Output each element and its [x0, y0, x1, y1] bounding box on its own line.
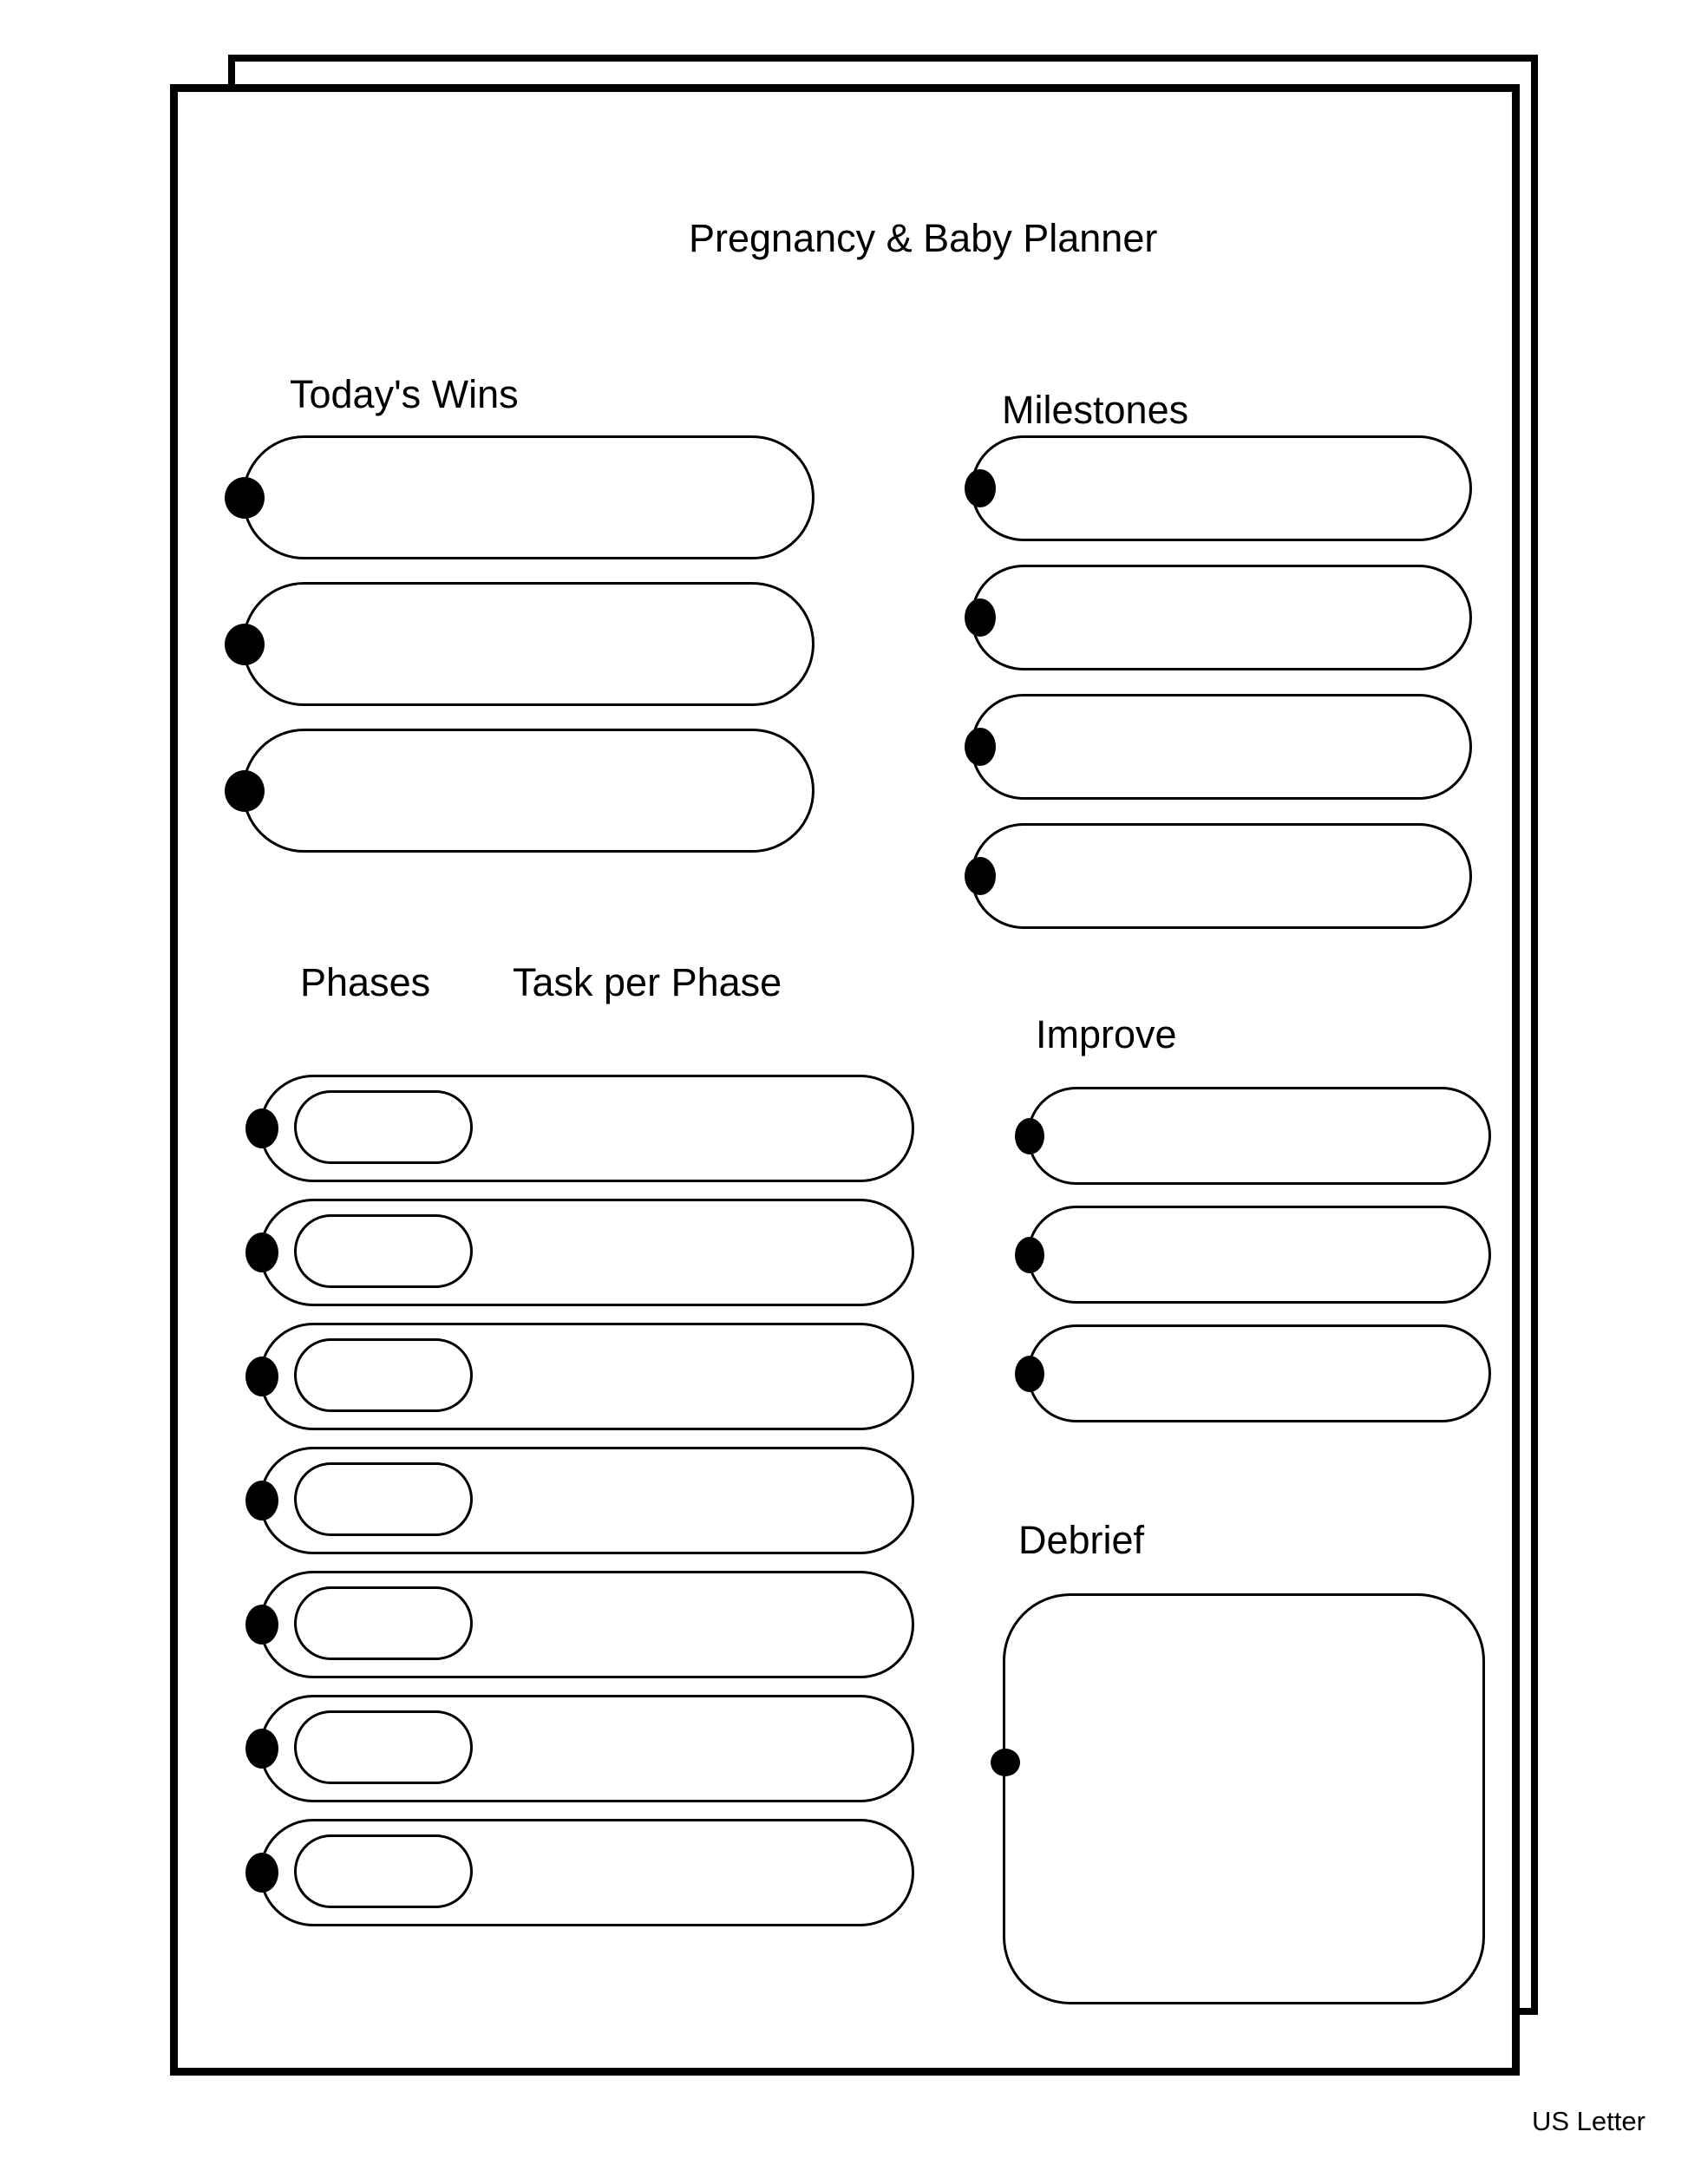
milestones-list: [965, 435, 1472, 929]
phase-name-field[interactable]: [294, 1710, 473, 1784]
section-heading-phases: Phases: [300, 960, 431, 1004]
section-heading-milestones: Milestones: [1002, 388, 1189, 432]
task-per-phase-field[interactable]: [245, 1323, 914, 1430]
bullet-icon: [245, 1357, 278, 1396]
bullet-icon: [965, 598, 996, 637]
bullet-icon: [1015, 1236, 1044, 1273]
todays-win-field[interactable]: [225, 729, 815, 853]
improve-field[interactable]: [1015, 1206, 1491, 1304]
bullet-icon: [245, 1233, 278, 1272]
section-heading-improve: Improve: [1036, 1012, 1177, 1056]
todays-win-field[interactable]: [225, 435, 815, 559]
milestone-field[interactable]: [965, 694, 1472, 800]
milestone-field[interactable]: [965, 435, 1472, 541]
phases-list: [245, 1075, 914, 1926]
section-heading-debrief: Debrief: [1018, 1518, 1145, 1562]
phase-name-field[interactable]: [294, 1462, 473, 1536]
bullet-icon: [245, 1605, 278, 1645]
bullet-icon: [1015, 1355, 1044, 1392]
bullet-icon: [965, 857, 996, 895]
task-per-phase-field[interactable]: [245, 1695, 914, 1802]
page-title: Pregnancy & Baby Planner: [689, 216, 1158, 260]
task-per-phase-field[interactable]: [245, 1199, 914, 1306]
debrief-notes-field[interactable]: [991, 1593, 1485, 2004]
milestone-field[interactable]: [965, 565, 1472, 670]
improve-field[interactable]: [1015, 1087, 1491, 1185]
bullet-icon: [1015, 1117, 1044, 1154]
bullet-icon: [225, 769, 265, 812]
task-per-phase-field[interactable]: [245, 1075, 914, 1182]
improve-list: [1015, 1087, 1491, 1422]
bullet-icon: [245, 1481, 278, 1520]
bullet-icon: [991, 1749, 1020, 1776]
bullet-icon: [965, 728, 996, 766]
improve-field[interactable]: [1015, 1324, 1491, 1422]
todays-win-field[interactable]: [225, 582, 815, 706]
phase-name-field[interactable]: [294, 1338, 473, 1412]
bullet-icon: [225, 623, 265, 665]
section-heading-todays-wins: Today's Wins: [290, 372, 519, 416]
phase-name-field[interactable]: [294, 1834, 473, 1908]
planner-page: Pregnancy & Baby Planner Today's Wins Mi…: [170, 84, 1520, 2076]
phase-name-field[interactable]: [294, 1090, 473, 1164]
phase-name-field[interactable]: [294, 1586, 473, 1660]
bullet-icon: [965, 469, 996, 507]
todays-wins-list: [225, 435, 815, 853]
milestone-field[interactable]: [965, 823, 1472, 929]
paper-size-label: US Letter: [1532, 2106, 1645, 2136]
task-per-phase-field[interactable]: [245, 1447, 914, 1554]
task-per-phase-field[interactable]: [245, 1571, 914, 1678]
bullet-icon: [245, 1853, 278, 1893]
bullet-icon: [245, 1729, 278, 1769]
section-heading-task-per-phase: Task per Phase: [513, 960, 782, 1004]
bullet-icon: [225, 476, 265, 519]
task-per-phase-field[interactable]: [245, 1819, 914, 1926]
phase-name-field[interactable]: [294, 1214, 473, 1288]
bullet-icon: [245, 1108, 278, 1148]
